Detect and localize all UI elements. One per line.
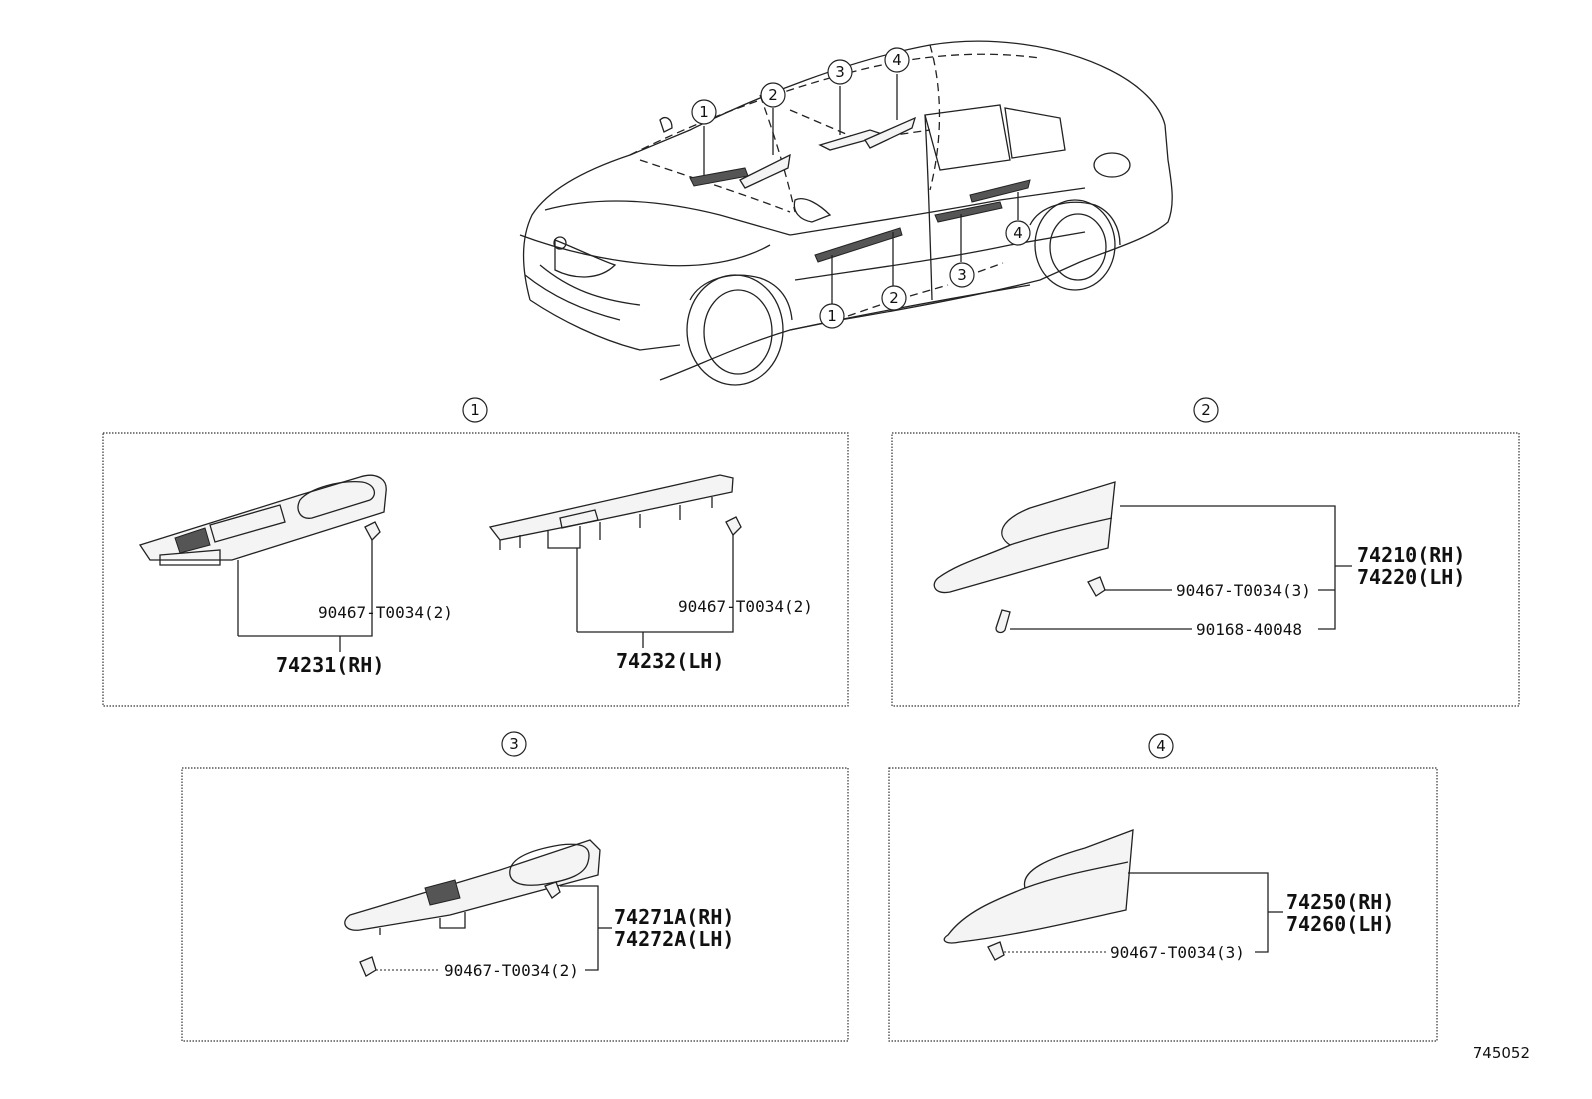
part-3-lh-number: 74272A(LH) — [614, 927, 734, 951]
car-marker-3-top: 3 — [827, 59, 853, 85]
car-marker-1-side: 1 — [819, 303, 845, 329]
marker-label: 1 — [827, 307, 837, 325]
panel-4 — [888, 767, 1438, 1042]
car-marker-3-side: 3 — [949, 262, 975, 288]
panel-3-marker: 3 — [501, 731, 527, 757]
rh-part-number: 74231(RH) — [276, 653, 384, 677]
car-marker-4-top: 4 — [884, 47, 910, 73]
car-marker-2-side: 2 — [881, 285, 907, 311]
panel-1-marker: 1 — [462, 397, 488, 423]
clip-3 — [359, 956, 377, 977]
part-3-rh-number: 74271A(RH) — [614, 905, 734, 929]
marker-label: 3 — [957, 266, 967, 284]
screw-2-part-number: 90168-40048 — [1196, 620, 1302, 639]
panel-2 — [891, 432, 1520, 707]
clip-rh-part-number: 90467-T0034(2) — [318, 603, 453, 622]
clip-rh — [364, 521, 381, 542]
clip-4-part-number: 90467-T0034(3) — [1110, 943, 1245, 962]
trim-panel-2 — [933, 481, 1116, 594]
clip-3-part-number: 90467-T0034(2) — [444, 961, 579, 980]
switch-base-rh — [138, 474, 387, 566]
panel-4-marker: 4 — [1148, 733, 1174, 759]
marker-label: 2 — [889, 289, 899, 307]
clip-3-top — [544, 881, 561, 899]
trim-panel-4 — [943, 829, 1134, 944]
marker-label: 2 — [1201, 401, 1211, 419]
part-4-rh-number: 74250(RH) — [1286, 890, 1394, 914]
car-marker-4-side: 4 — [1005, 220, 1031, 246]
marker-label: 3 — [835, 63, 845, 81]
clip-lh-part-number: 90467-T0034(2) — [678, 597, 813, 616]
panel-3 — [181, 767, 849, 1042]
switch-base-lh — [488, 474, 734, 550]
panel-1 — [102, 432, 849, 707]
part-2-lh-number: 74220(LH) — [1357, 565, 1465, 589]
marker-label: 1 — [470, 401, 480, 419]
car-illustration — [519, 40, 1173, 386]
marker-label: 4 — [1013, 224, 1023, 242]
figure-number: 745052 — [1473, 1044, 1530, 1062]
marker-label: 2 — [768, 86, 778, 104]
panel-2-marker: 2 — [1193, 397, 1219, 423]
part-4-lh-number: 74260(LH) — [1286, 912, 1394, 936]
clip-4 — [987, 941, 1005, 961]
clip-2-part-number: 90467-T0034(3) — [1176, 581, 1311, 600]
marker-label: 4 — [892, 51, 902, 69]
lh-part-number: 74232(LH) — [616, 649, 724, 673]
marker-label: 1 — [699, 103, 709, 121]
part-2-rh-number: 74210(RH) — [1357, 543, 1465, 567]
clip-lh — [725, 516, 742, 537]
car-marker-1-top: 1 — [691, 99, 717, 125]
marker-label: 3 — [509, 735, 519, 753]
car-marker-2-top: 2 — [760, 82, 786, 108]
clip-2 — [1087, 576, 1106, 597]
screw-2 — [995, 609, 1011, 634]
marker-label: 4 — [1156, 737, 1166, 755]
switch-base-3 — [344, 839, 601, 935]
